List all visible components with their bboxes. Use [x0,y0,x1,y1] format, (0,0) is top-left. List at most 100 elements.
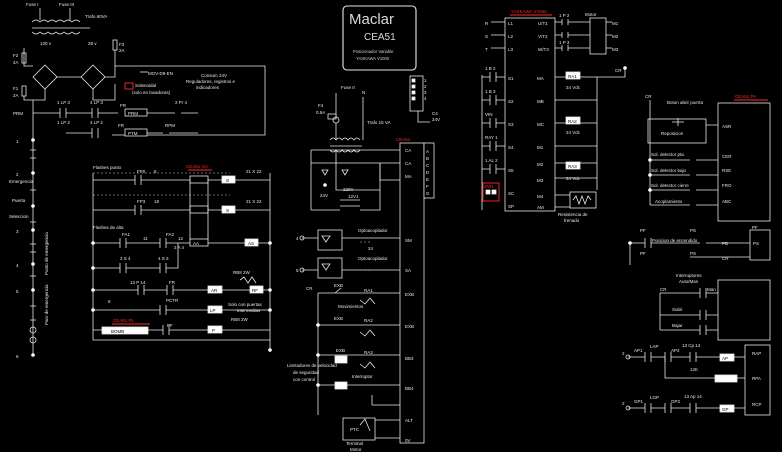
vfd-m3: M3 [537,178,544,183]
rb2-label: RB8 2W [231,317,249,322]
vfd-am: AM [537,205,544,210]
vertical-note-2: Paro de emergencia [44,284,49,325]
mov-1: Movimientos [338,304,364,309]
strip-g: G [426,191,430,196]
vfd-title: YASKAWA V1000 [511,9,547,14]
vfd-in-s: S [485,34,488,39]
coil-rf-label: RF [252,288,258,293]
fuse-f1 [21,85,27,97]
f4-rating: 0.5A [316,110,325,115]
posic-label: Posicion de encendido [652,238,698,243]
node-1: 1 [16,139,19,144]
mini-pin-4: 4 [424,96,427,101]
fa2-label: FA2 [166,232,175,237]
coil-p [207,325,223,334]
vfd-cr: CR [615,68,622,73]
term-ma: MA [405,174,412,179]
seleccion-label: Seleccion [9,214,29,219]
pf-pb-module [749,229,771,261]
vfd-red-switch [482,182,500,202]
resistor-8rb [714,374,738,383]
num-8: 8 [154,169,157,174]
lbl-pf-top: PF [752,225,758,230]
num-11: 11 [143,236,148,241]
coil-lp-label: LP [210,308,216,313]
control-ladder: Flashes punto CEA51 GA FP0 8 S 21 X 22 F… [91,164,272,352]
motor-m2: M2 [612,34,619,39]
interrupt-label: Interruptores [676,273,702,278]
vfd-relay-ra1 [565,71,581,80]
strip-a: A [426,149,429,154]
ap1-label: AP1 [634,348,643,353]
term-fro: FRO [722,183,732,188]
solenoid-label: Solenoidal [135,83,156,88]
mini-connector-pins [411,78,416,101]
lp3-right: 4 LP 3 [90,100,103,105]
pf-label: PF [167,323,173,328]
strip-b: B [426,156,429,161]
term-rpa: RPA [752,376,761,381]
bottom-num-1: 2 [622,351,625,356]
lamp-1 [29,326,37,334]
lbl-sol-bajo: Sol. detector bajo [651,168,687,173]
vfd-s1: S1 [508,76,514,81]
parada-label: PRM [13,111,23,116]
term-ca2: CA [405,161,411,166]
num-18: 18 [154,199,160,204]
fuse-ii-label: Fuse II [341,85,355,90]
coil-rf [249,285,264,294]
out-label-1: 1 P 2 [559,13,570,18]
title-frame [342,5,417,71]
brand-title: Maclar [349,11,394,28]
vfd-relay-ra2 [565,116,581,125]
rpm-label: RPM [165,123,175,128]
num-24: 24 [368,246,374,251]
lbl-sol-cierre: Sol. detector cierre [651,183,689,188]
node-4: 4 [16,263,19,268]
vfd-v: V/T2 [538,34,548,39]
reposo-label: Reposicion [661,131,684,136]
brake-label-1: Resistencia de [558,212,588,217]
bomb-label: BOMB [111,329,124,334]
node-2: 2 [16,172,19,177]
left-label-3: VIN [485,112,493,117]
interrupt-label-2: Auto/Man [679,279,699,284]
lim-sub2: con control [293,377,315,382]
vfd-red-label: SW1 [484,184,494,189]
right-section: CR CEA51 PA Boton abrir puerta Reposicio… [622,94,771,416]
opto-label-1: Optoacoplador [358,228,388,233]
diode-label-3: 12V1 [348,194,359,199]
note-reguladores: Reguladores, registros e [186,79,236,84]
prm-coil-label: PRM [128,111,138,116]
lbl-acople: Acoplamiento [655,199,683,204]
vfd-section: YASKAWA V1000 R S T L1 L2 L3 U/T1 V/T2 W… [481,9,627,223]
cr-label-2: 21 X 22 [246,199,262,204]
strip-d: D [426,170,430,175]
ptm-coil [124,128,148,137]
fuse-f3 [112,39,118,51]
trafo-15va-coils [329,137,362,153]
ptc-box [342,417,376,441]
vfd-mc: MC [537,122,545,127]
vfd-ma: MA [537,76,544,81]
vertical-note-1: Punto de emergencia [44,232,49,275]
vfd-l1: L1 [508,21,514,26]
term-bb3: BB3 [405,356,414,361]
title-block: Maclar CEA51 Posicionador Variable YASKA… [342,5,417,71]
tables-label: Flashes de alta [93,225,124,230]
prm-coil [124,108,148,117]
man-lo-module [717,279,771,341]
term-label-2: Motor [350,447,362,452]
vfd-m1: M1 [537,145,544,150]
vfd-s4: S4 [508,145,514,150]
subir-label: Subir [672,307,683,312]
vfd-relay-3: RA3 [568,164,577,169]
cr-label-r: CR [660,287,667,292]
reposo-box [647,118,707,144]
fuse-label-2: Fuse III [59,2,74,7]
bridge-rectifier-2 [80,64,106,90]
coil-s-1 [221,175,236,184]
term-0v: 0V [405,438,411,443]
transformer-label: Trafo 60VA [85,14,107,19]
